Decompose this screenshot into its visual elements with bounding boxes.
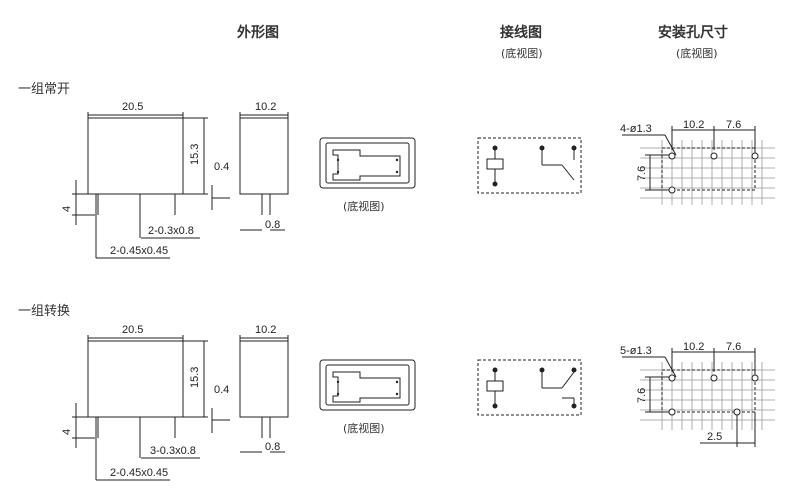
svg-text:4-ø1.3: 4-ø1.3 xyxy=(620,123,652,135)
holes-subheader: (底视图) xyxy=(676,47,718,60)
svg-text:0.8: 0.8 xyxy=(265,219,280,231)
svg-text:4: 4 xyxy=(61,206,73,212)
svg-text:5-ø1.3: 5-ø1.3 xyxy=(620,345,652,357)
svg-text:7.6: 7.6 xyxy=(726,119,741,131)
row-label-changeover: 一组转换 xyxy=(18,304,71,319)
holes-header: 安装孔尺寸 xyxy=(658,25,728,41)
svg-text:15.3: 15.3 xyxy=(189,144,201,165)
svg-text:2-0.45x0.45: 2-0.45x0.45 xyxy=(110,245,168,257)
svg-text:20.5: 20.5 xyxy=(122,101,143,113)
svg-text:10.2: 10.2 xyxy=(683,341,704,353)
svg-text:2-0.3x0.8: 2-0.3x0.8 xyxy=(148,225,194,237)
relay-bottom-view xyxy=(319,137,416,189)
svg-text:4: 4 xyxy=(61,429,73,435)
svg-text:7.6: 7.6 xyxy=(726,341,741,353)
bottom-view-caption-1: (底视图) xyxy=(343,200,385,213)
svg-text:2-0.45x0.45: 2-0.45x0.45 xyxy=(110,467,168,479)
wiring-subheader: (底视图) xyxy=(501,47,543,60)
svg-text:0.8: 0.8 xyxy=(265,441,280,453)
wiring-diagram xyxy=(477,359,582,416)
svg-text:0.4: 0.4 xyxy=(214,384,229,396)
relay-side-view xyxy=(239,340,289,418)
svg-text:20.5: 20.5 xyxy=(122,324,143,336)
relay-side-view xyxy=(239,117,289,195)
row-label-normally-open: 一组常开 xyxy=(18,82,71,97)
relay-front-view xyxy=(87,340,184,418)
svg-text:0.4: 0.4 xyxy=(214,161,229,173)
relay-front-view xyxy=(87,117,184,195)
wiring-header: 接线图 xyxy=(500,25,542,41)
svg-text:7.6: 7.6 xyxy=(636,166,648,181)
outline-header: 外形图 xyxy=(237,25,279,41)
svg-text:7.6: 7.6 xyxy=(636,388,648,403)
relay-bottom-view xyxy=(319,359,416,411)
svg-text:10.2: 10.2 xyxy=(255,101,276,113)
svg-text:10.2: 10.2 xyxy=(683,119,704,131)
svg-text:3-0.3x0.8: 3-0.3x0.8 xyxy=(150,445,196,457)
svg-text:10.2: 10.2 xyxy=(255,324,276,336)
wiring-diagram xyxy=(477,137,582,194)
svg-text:15.3: 15.3 xyxy=(189,367,201,388)
svg-text:2.5: 2.5 xyxy=(707,431,722,443)
bottom-view-caption-2: (底视图) xyxy=(343,422,385,435)
